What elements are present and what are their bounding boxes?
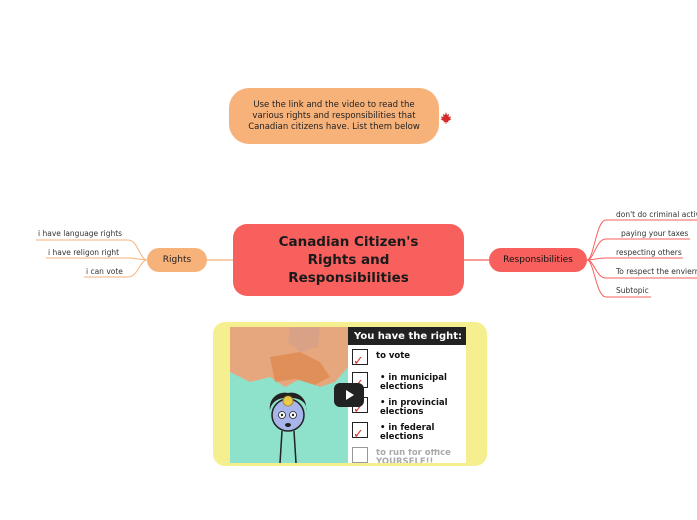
- responsibilities-branch[interactable]: Responsibilities: [489, 248, 587, 272]
- responsibility-item-respecting[interactable]: respecting others: [616, 248, 682, 257]
- video-row-municipal: • in municipal elections: [380, 373, 447, 392]
- responsibility-item-subtopic[interactable]: Subtopic: [616, 286, 649, 295]
- maple-leaf-icon: [439, 110, 453, 124]
- instruction-note[interactable]: Use the link and the video to read the v…: [229, 88, 439, 144]
- responsibility-item-criminal[interactable]: don't do criminal activi: [616, 210, 697, 219]
- responsibility-item-taxes[interactable]: paying your taxes: [621, 229, 689, 238]
- rights-item-religion[interactable]: i have religon right: [48, 248, 120, 257]
- rights-branch-label: Rights: [162, 255, 192, 265]
- instruction-note-text: Use the link and the video to read the v…: [248, 99, 420, 132]
- checkbox-icon: ✓: [352, 422, 368, 441]
- video-row-provincial: • in provincial elections: [380, 398, 448, 417]
- rights-item-language[interactable]: i have language rights: [38, 229, 123, 238]
- central-topic-title: Canadian Citizen's Rights and Responsibi…: [278, 234, 419, 286]
- video-panel-heading: You have the right:: [348, 327, 466, 345]
- rights-branch[interactable]: Rights: [147, 248, 207, 272]
- video-rights-panel: [348, 327, 466, 463]
- video-row-federal: • in federal elections: [380, 423, 435, 442]
- central-topic[interactable]: Canadian Citizen's Rights and Responsibi…: [233, 224, 464, 296]
- video-row-vote: to vote: [376, 351, 411, 361]
- rights-item-vote[interactable]: i can vote: [86, 267, 123, 276]
- play-icon[interactable]: [334, 383, 364, 407]
- responsibilities-branch-label: Responsibilities: [503, 255, 573, 265]
- responsibility-item-environment[interactable]: To respect the envierme: [616, 267, 697, 276]
- checkbox-icon: ✓: [352, 349, 368, 368]
- checkbox-empty-icon: [352, 447, 368, 463]
- video-row-run-for-office: to run for office YOURSELF!!: [376, 449, 451, 463]
- canada-map-illustration: [230, 327, 348, 463]
